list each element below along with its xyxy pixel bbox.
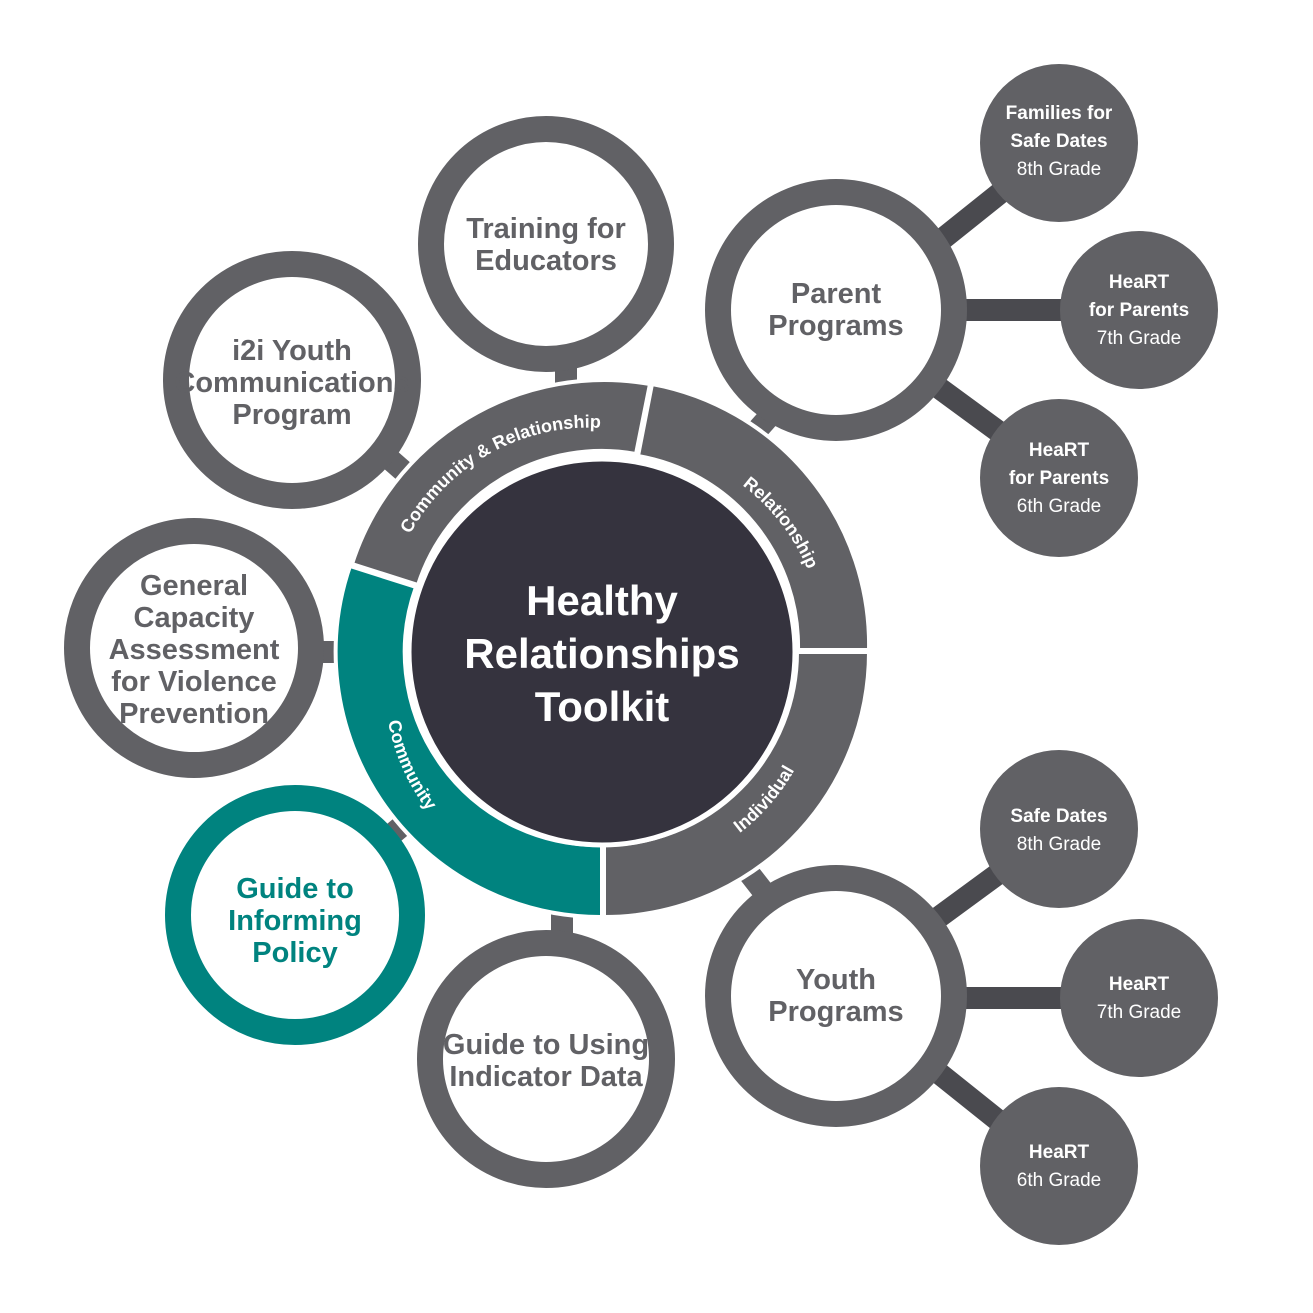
sub-node-heart-7-grade: 7th Grade bbox=[1097, 1002, 1182, 1023]
node-general-line3: Assessment bbox=[109, 634, 280, 666]
sub-node-heart-parents-6[interactable]: HeaRT for Parents 6th Grade bbox=[980, 399, 1138, 557]
node-general[interactable]: General Capacity Assessment for Violence… bbox=[64, 518, 324, 778]
sub-node-heart-7-line1: HeaRT bbox=[1109, 974, 1170, 995]
node-informing-line2: Informing bbox=[228, 905, 362, 937]
sub-node-heart-parents-7-grade: 7th Grade bbox=[1097, 328, 1182, 349]
node-training[interactable]: Training for Educators bbox=[418, 116, 674, 372]
node-general-line1: General bbox=[140, 570, 248, 602]
node-i2i-ring bbox=[163, 251, 421, 509]
node-indicator-data[interactable]: Guide to Using Indicator Data bbox=[417, 930, 675, 1188]
sub-node-safe-dates-grade: 8th Grade bbox=[1017, 834, 1102, 855]
node-training-line2: Educators bbox=[475, 245, 617, 277]
node-i2i-line1: i2i Youth bbox=[232, 335, 352, 367]
node-general-ring bbox=[64, 518, 324, 778]
ring-segment-community-relationship bbox=[349, 378, 653, 588]
node-general-line4: for Violence bbox=[111, 666, 276, 698]
node-training-ring bbox=[418, 116, 674, 372]
node-indicator-line1: Guide to Using bbox=[443, 1029, 649, 1061]
sub-node-heart-6-line1: HeaRT bbox=[1029, 1142, 1090, 1163]
center-title-line3: Toolkit bbox=[535, 683, 670, 730]
ring-segment-relationship bbox=[635, 381, 872, 652]
node-indicator-ring bbox=[417, 930, 675, 1188]
node-i2i[interactable]: i2i Youth Communications Program bbox=[163, 251, 421, 509]
sub-node-families-safe-dates[interactable]: Families for Safe Dates 8th Grade bbox=[980, 64, 1138, 222]
sub-node-safe-dates-line1: Safe Dates bbox=[1010, 806, 1107, 827]
sub-node-families-line1: Families for bbox=[1006, 103, 1113, 124]
node-informing-policy[interactable]: Guide to Informing Policy bbox=[165, 785, 425, 1045]
node-youth-programs[interactable]: Youth Programs bbox=[705, 865, 967, 1127]
node-informing-line1: Guide to bbox=[236, 873, 354, 905]
ring bbox=[333, 378, 872, 920]
node-parent-ring bbox=[705, 179, 967, 441]
node-informing-ring bbox=[165, 785, 425, 1045]
sub-node-heart-6-bg bbox=[980, 1087, 1138, 1245]
sub-node-safe-dates[interactable]: Safe Dates 8th Grade bbox=[980, 750, 1138, 908]
node-youth-line2: Programs bbox=[768, 996, 903, 1028]
sub-node-heart-parents-7-bg bbox=[1060, 231, 1218, 389]
sub-node-heart-6-grade: 6th Grade bbox=[1017, 1170, 1102, 1191]
sub-node-heart-parents-6-bg bbox=[980, 399, 1138, 557]
node-indicator-line2: Indicator Data bbox=[449, 1061, 643, 1093]
sub-node-heart-parents-6-line2: for Parents bbox=[1009, 468, 1109, 489]
sub-node-heart-parents-7[interactable]: HeaRT for Parents 7th Grade bbox=[1060, 231, 1218, 389]
node-parent-line2: Programs bbox=[768, 310, 903, 342]
sub-node-heart-6[interactable]: HeaRT 6th Grade bbox=[980, 1087, 1138, 1245]
sub-node-heart-parents-6-grade: 6th Grade bbox=[1017, 496, 1102, 517]
node-youth-line1: Youth bbox=[796, 964, 876, 996]
node-parent-programs[interactable]: Parent Programs bbox=[705, 179, 967, 441]
connector-families bbox=[928, 176, 1017, 254]
node-training-line1: Training for bbox=[466, 213, 626, 245]
sub-node-safe-dates-bg bbox=[980, 750, 1138, 908]
sub-node-heart-parents-7-line2: for Parents bbox=[1089, 300, 1189, 321]
node-i2i-line3: Program bbox=[232, 399, 351, 431]
node-general-line2: Capacity bbox=[134, 602, 255, 634]
node-informing-line3: Policy bbox=[252, 937, 337, 969]
sub-node-heart-parents-6-line1: HeaRT bbox=[1029, 440, 1090, 461]
node-general-line5: Prevention bbox=[119, 698, 269, 730]
node-youth-ring bbox=[705, 865, 967, 1127]
sub-node-heart-7-bg bbox=[1060, 919, 1218, 1077]
center-title-line2: Relationships bbox=[464, 630, 739, 677]
sub-node-families-line2: Safe Dates bbox=[1010, 131, 1107, 152]
sub-node-heart-parents-7-line1: HeaRT bbox=[1109, 272, 1170, 293]
node-parent-line1: Parent bbox=[791, 278, 882, 310]
center-title-line1: Healthy bbox=[526, 577, 678, 624]
node-i2i-line2: Communications bbox=[174, 367, 409, 399]
center-hub bbox=[406, 456, 798, 848]
sub-node-heart-7[interactable]: HeaRT 7th Grade bbox=[1060, 919, 1218, 1077]
sub-node-families-bg bbox=[980, 64, 1138, 222]
sub-node-families-grade: 8th Grade bbox=[1017, 159, 1102, 180]
